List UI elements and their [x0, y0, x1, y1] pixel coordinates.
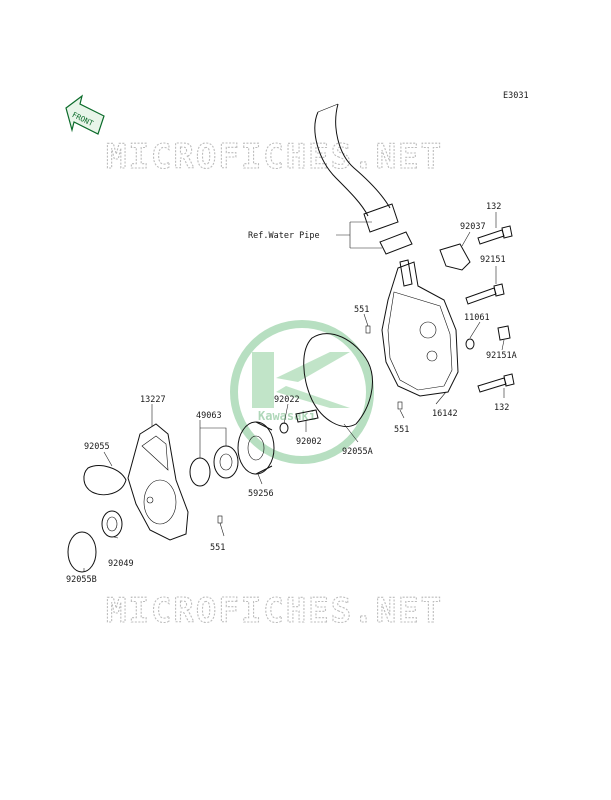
part-label-92055: 92055	[84, 442, 110, 452]
bolt-92151a	[497, 325, 511, 341]
water-pipe	[314, 103, 413, 255]
part-label-551-top: 551	[354, 305, 369, 315]
part-label-92055b: 92055B	[66, 575, 97, 585]
pump-cover-13227	[127, 423, 189, 541]
o-ring-92055b	[67, 531, 97, 573]
logo-text: Kawasaki	[258, 409, 316, 423]
dowel-pin-551-bottom	[217, 515, 223, 524]
part-label-92037: 92037	[460, 222, 486, 232]
clamp-92037	[439, 243, 471, 271]
oil-seal-92049	[101, 510, 123, 538]
kawasaki-logo: Kawasaki	[230, 320, 374, 464]
part-label-16142: 16142	[432, 409, 458, 419]
bolt-132-bottom	[477, 373, 515, 393]
part-label-92022: 92022	[274, 395, 300, 405]
mechanical-seal-49063	[189, 445, 239, 487]
part-label-132-bottom: 132	[494, 403, 509, 413]
bolt-132-top	[477, 225, 513, 245]
part-label-13227: 13227	[140, 395, 166, 405]
part-label-551-bottom: 551	[210, 543, 225, 553]
dowel-pin-551-mid	[397, 401, 403, 410]
part-label-551-mid: 551	[394, 425, 409, 435]
gasket-92055a	[303, 333, 373, 427]
washer-92022	[279, 422, 289, 434]
watermark-top: MICROFICHES.NET	[106, 137, 443, 177]
watermark-bottom: MICROFICHES.NET	[106, 591, 443, 631]
front-arrow-icon: FRONT	[65, 94, 105, 135]
o-ring-92055	[83, 465, 127, 496]
part-label-92055a: 92055A	[342, 447, 373, 457]
part-label-49063: 49063	[196, 411, 222, 421]
impeller-59256	[237, 421, 275, 475]
washer-11061	[465, 338, 475, 350]
diagram-code: E3031	[503, 91, 529, 101]
part-label-132-top: 132	[486, 202, 501, 212]
part-label-59256: 59256	[248, 489, 274, 499]
part-label-92151a: 92151A	[486, 351, 517, 361]
part-label-11061: 11061	[464, 313, 490, 323]
part-label-92151: 92151	[480, 255, 506, 265]
bolt-92151	[465, 283, 505, 305]
part-label-92049: 92049	[108, 559, 134, 569]
ref-water-pipe-label: Ref.Water Pipe	[248, 231, 320, 241]
bolt-92002	[295, 409, 319, 423]
pump-housing	[381, 259, 459, 397]
part-label-92002: 92002	[296, 437, 322, 447]
dowel-pin-551-top	[365, 325, 371, 334]
